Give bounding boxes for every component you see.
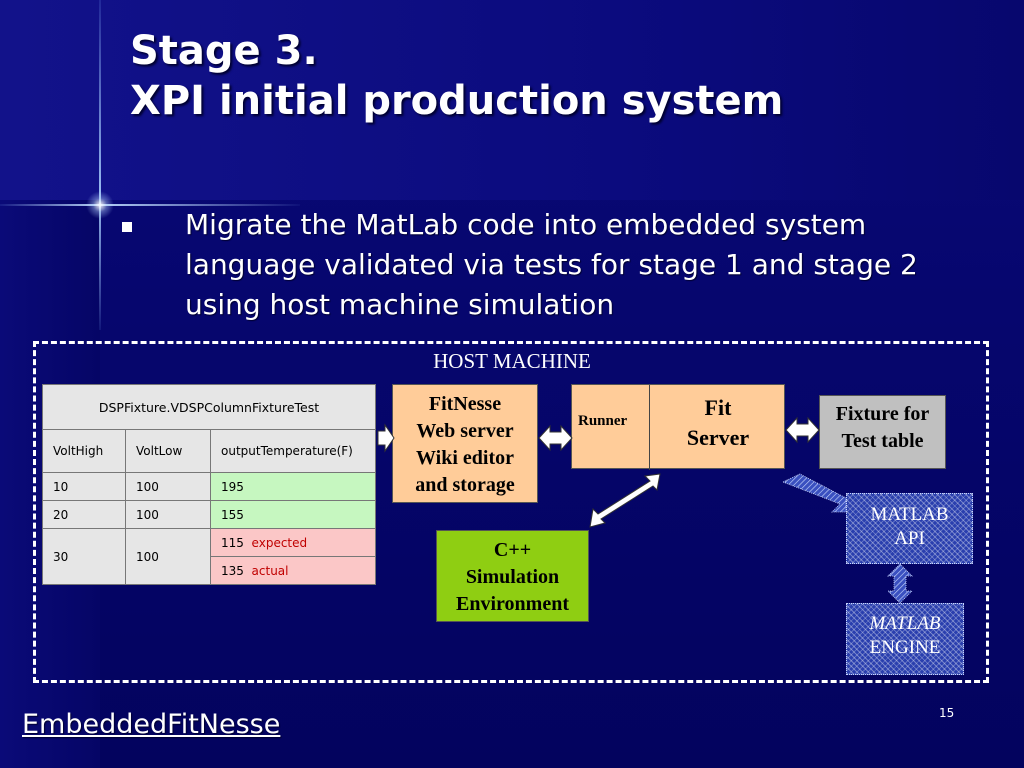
runner-label: Runner [578,413,628,429]
column-header: VoltHigh [42,429,126,473]
table-row: 20 100 155 [42,500,376,529]
fixture-box: Fixture for Test table [819,395,946,469]
light-flare-vertical [99,0,101,330]
table-cell: 100 [125,472,211,501]
bullet-text: Migrate the MatLab code into embedded sy… [185,208,918,321]
table-cell: 30 [42,528,126,585]
table-cell: 100 [125,500,211,529]
bullet-square-icon [122,222,132,232]
table-row: 135 actual [43,556,376,585]
expected-value: 115 [221,535,244,550]
table-cell: 20 [42,500,126,529]
expected-label: expected [251,535,308,550]
table-row: 10 100 195 [42,472,376,501]
fit-server-label: Fit Server [650,393,786,453]
arrow-right-icon [377,423,395,453]
table-cell: 10 [42,472,126,501]
box-line: Server [686,425,750,450]
pass-cell: 155 [210,500,376,529]
box-line: Fit [704,395,732,420]
box-line: and storage [415,474,515,496]
fitnesse-server-box: FitNesse Web server Wiki editor and stor… [392,384,538,503]
matlab-engine-box: MATLAB ENGINE [846,603,964,675]
box-line: MATLAB [869,613,941,634]
page-number: 15 [939,706,955,720]
light-flare-core [86,191,114,219]
slide-title-line2: XPI initial production system [130,78,784,124]
pass-cell: 195 [210,472,376,501]
double-arrow-icon [589,473,661,528]
box-line: Environment [456,593,569,615]
box-line: C++ [493,539,532,561]
fail-cell-actual: 135 actual [210,556,376,585]
hatched-double-arrow-icon [887,563,913,604]
matlab-api-box: MATLAB API [846,493,973,564]
slide-title-line1: Stage 3. [130,28,318,74]
box-line: Test table [841,430,924,452]
fit-test-table: DSPFixture.VDSPColumnFixtureTest VoltHig… [42,384,376,585]
hatched-arrow-icon [781,473,847,513]
fit-server-box: Runner Fit Server [571,384,786,470]
box-line: Web server [416,420,514,442]
box-line: Fixture for [835,403,930,425]
runner-divider [649,385,650,470]
actual-value: 135 [221,563,244,578]
actual-label: actual [251,563,289,578]
light-flare-horizontal [0,204,300,206]
box-line: FitNesse [428,393,502,415]
host-machine-label: HOST MACHINE [433,349,591,373]
fit-table-title: DSPFixture.VDSPColumnFixtureTest [42,384,376,430]
fail-cell-expected: 115 expected [210,528,376,557]
box-line: Wiki editor [416,447,514,469]
column-header: VoltLow [125,429,211,473]
table-row: 30 100 115 expected [42,528,376,585]
column-header: outputTemperature(F) [210,429,376,473]
title-band [0,0,1024,200]
box-line: API [894,528,925,549]
slide-title: Stage 3. XPI initial production system [130,26,783,126]
box-line: Simulation [465,566,560,588]
footer-link-embeddedfitnesse[interactable]: EmbeddedFitNesse [22,709,281,740]
host-machine-boundary [33,341,989,683]
box-line: ENGINE [869,637,941,658]
table-cell: 100 [125,528,211,585]
double-arrow-icon [785,416,820,444]
cpp-simulation-box: C++ Simulation Environment [436,530,589,622]
double-arrow-icon [538,424,573,452]
box-line: MATLAB [870,504,949,525]
